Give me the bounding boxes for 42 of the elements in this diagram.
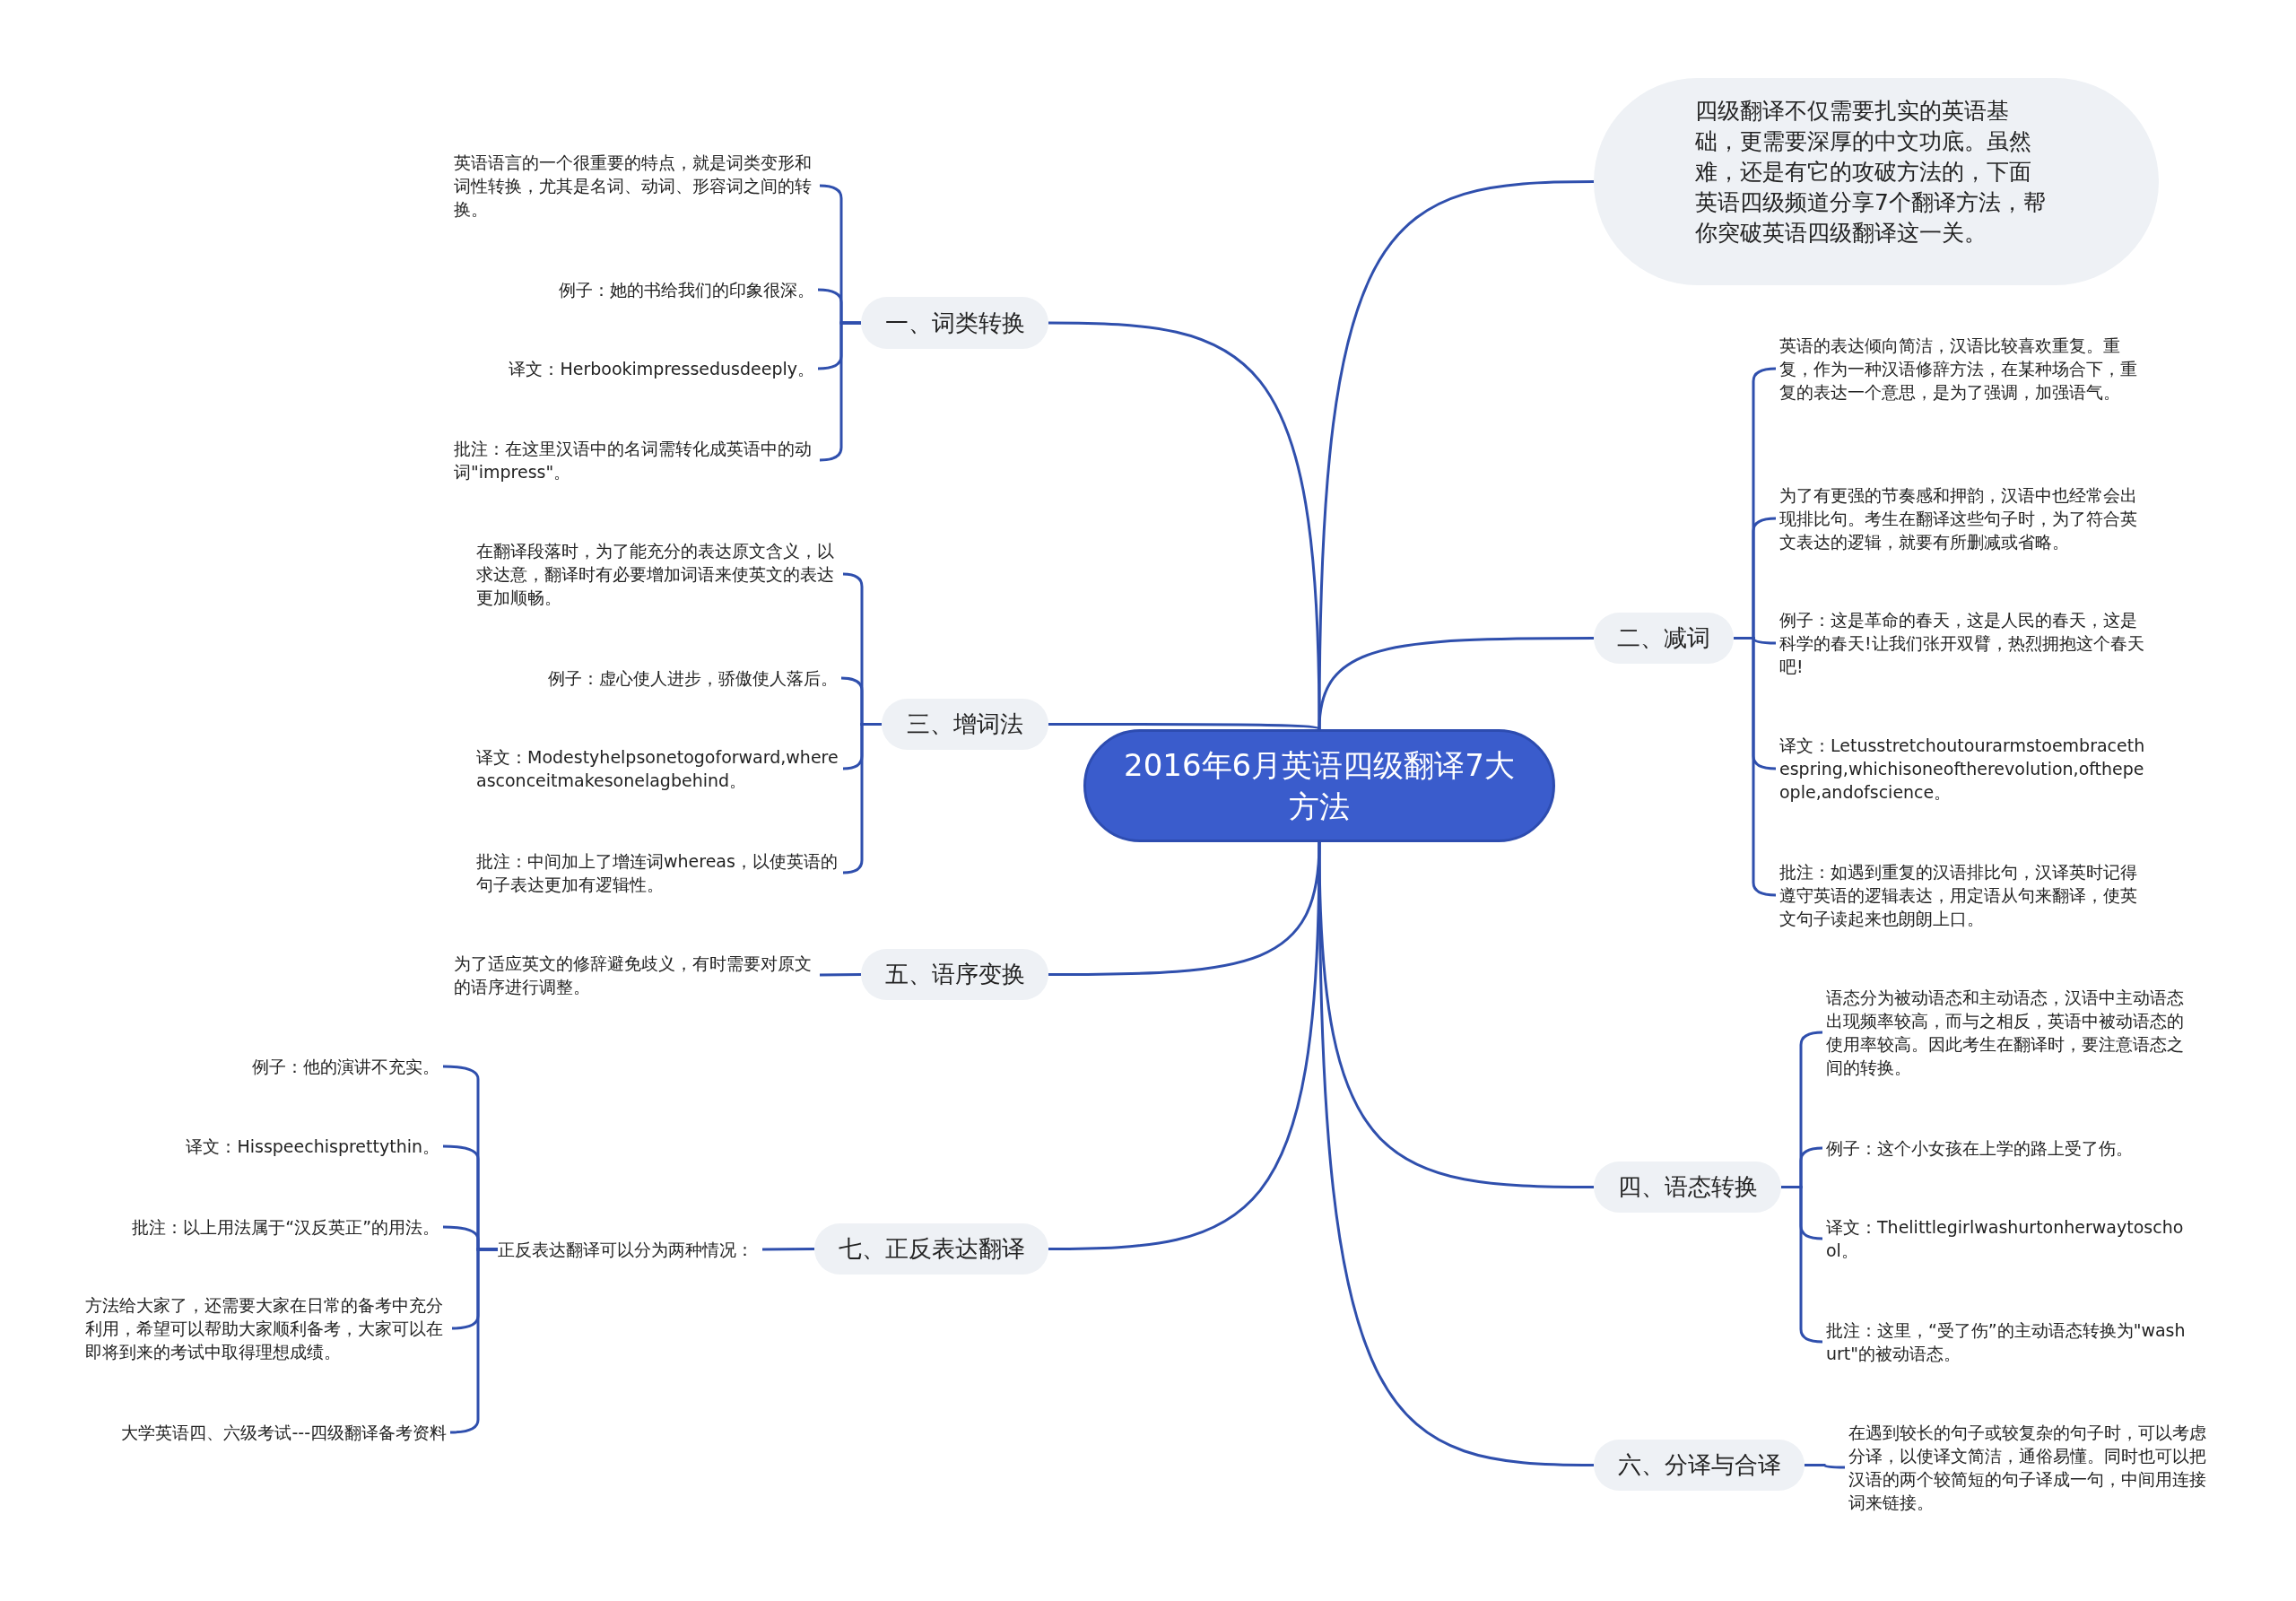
note-text: 正反表达翻译可以分为两种情况：: [498, 1238, 759, 1261]
note-text: 例子：虚心使人进步，骄傲使人落后。: [476, 666, 838, 690]
note-text: 例子：这是革命的春天，这是人民的春天，这是科学的春天!让我们张开双臂，热烈拥抱这个春天吧!: [1779, 608, 2145, 678]
connector-line: [1048, 841, 1321, 1250]
note-text: 为了适应英文的修辞避免歧义，有时需要对原文的语序进行调整。: [454, 952, 816, 998]
connector-line: [1048, 321, 1321, 730]
note-text: 例子：他的演讲不充实。: [179, 1055, 439, 1078]
topic-pill: 六、分译与合译: [1594, 1440, 1805, 1491]
note-bubble: 四级翻译不仅需要扎实的英语基础，更需要深厚的中文功底。虽然难，还是有它的攻破方法的，下面英语四级频道分享7个翻译方法，帮你突破英语四级翻译这一关。: [1594, 78, 2159, 285]
note-text: 为了有更强的节奏感和押韵，汉语中也经常会出现排比句。考生在翻译这些句子时，为了符合英文表达的逻辑，就要有所删减或省略。: [1779, 483, 2145, 553]
topic-pill: 五、语序变换: [861, 949, 1048, 1000]
central-topic: 2016年6月英语四级翻译7大方法: [1083, 729, 1555, 842]
note-text: 语态分为被动语态和主动语态，汉语中主动语态出现频率较高，而与之相反，英语中被动语态的使用率较高。因此考生在翻译时，要注意语态之间的转换。: [1826, 986, 2192, 1079]
connector-line: [1318, 637, 1594, 730]
connector-line: [1318, 842, 1595, 1466]
note-text: 译文：Letusstretchoutourarmstoembracethespring,whichisoneoftherevolution,ofthepeople,andofscience。: [1779, 734, 2145, 804]
note-text: 批注：中间加上了增连词whereas，以使英语的句子表达更加有逻辑性。: [476, 849, 839, 896]
connector-line: [1048, 723, 1320, 731]
connector-line: [820, 973, 861, 977]
note-text: 译文：Herbookimpressedusdeeply。: [454, 357, 814, 380]
topic-pill: 七、正反表达翻译: [814, 1223, 1048, 1275]
note-text: 在遇到较长的句子或较复杂的句子时，可以考虑分译，以使译文简洁，通俗易懂。同时也可以把汉语的两个较简短的句子译成一句，中间用连接词来链接。: [1848, 1421, 2214, 1514]
note-text: 大学英语四、六级考试---四级翻译备考资料: [72, 1421, 447, 1444]
connector-line: [1805, 1464, 1845, 1469]
note-text: 英语的表达倾向简洁，汉语比较喜欢重复。重复，作为一种汉语修辞方法，在某种场合下，重复的表达一个意思，是为了强调，加强语气。: [1779, 334, 2145, 404]
note-text: 译文：Hisspeechisprettythin。: [135, 1135, 439, 1158]
note-text: 译文：Modestyhelpsonetogoforward,whereasconceitmakesonelagbehind。: [476, 745, 839, 792]
topic-pill: 二、减词: [1594, 613, 1734, 664]
note-text: 方法给大家了，还需要大家在日常的备考中充分利用，希望可以帮助大家顺利备考，大家可以在即将到来的考试中取得理想成绩。: [85, 1293, 448, 1363]
note-text: 批注：以上用法属于“汉反英正”的用法。: [81, 1215, 439, 1239]
note-text: 例子：她的书给我们的印象很深。: [454, 278, 814, 301]
note-text: 例子：这个小女孩在上学的路上受了伤。: [1826, 1136, 2192, 1160]
topic-pill: 四、语态转换: [1594, 1162, 1781, 1213]
note-text: 批注：如遇到重复的汉语排比句，汉译英时记得遵守英语的逻辑表达，用定语从句来翻译，使英文句子读起来也朗朗上口。: [1779, 860, 2145, 930]
note-text: 批注：这里，“受了伤”的主动语态转换为"washurt"的被动语态。: [1826, 1318, 2192, 1365]
topic-pill: 一、词类转换: [861, 297, 1048, 349]
connector-line: [762, 1248, 814, 1251]
note-text: 译文：Thelittlegirlwashurtonherwaytoschool。: [1826, 1215, 2192, 1262]
note-text: 在翻译段落时，为了能充分的表达原文含义，以求达意，翻译时有必要增加词语来使英文的表达更加顺畅。: [476, 539, 839, 609]
note-text: 批注：在这里汉语中的名词需转化成英语中的动词"impress"。: [454, 437, 816, 483]
topic-pill: 三、增词法: [882, 699, 1048, 750]
note-text: 英语语言的一个很重要的特点，就是词类变形和词性转换，尤其是名词、动词、形容词之间的转换。: [454, 151, 816, 221]
